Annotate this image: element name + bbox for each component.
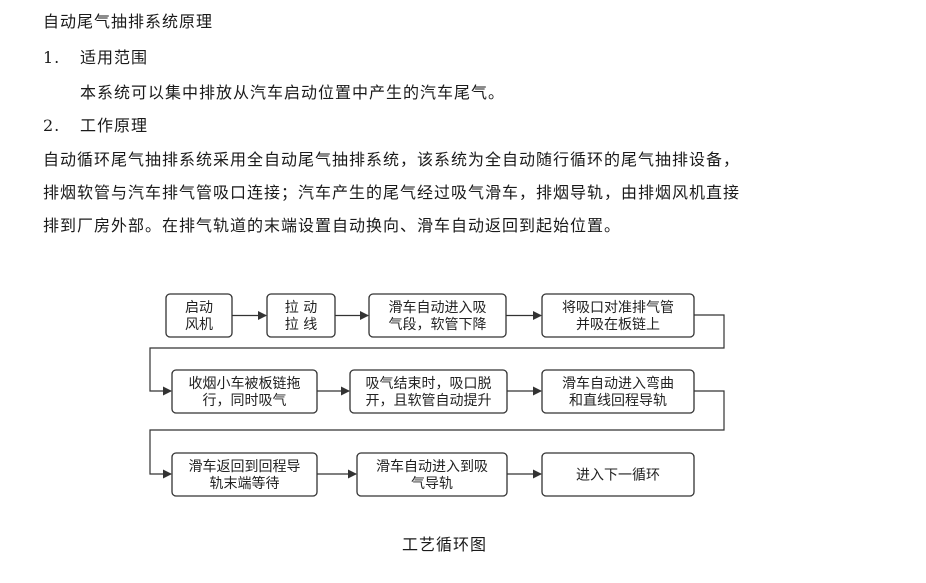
flow-step-4-line-2: 并吸在板链上 <box>576 317 660 333</box>
flow-step-1-line-2: 风机 <box>185 317 213 333</box>
flow-step-6-line-2: 开，且软管自动提升 <box>366 393 492 409</box>
flow-step-10: 进入下一循环 <box>541 452 695 497</box>
section-1-number: 1. <box>43 48 61 67</box>
flow-step-5-line-2: 行，同时吸气 <box>203 393 287 409</box>
flow-step-7-line-1: 滑车自动进入弯曲 <box>562 375 674 392</box>
paragraph-line-2: 排烟软管与汽车排气管吸口连接；汽车产生的尾气经过吸气滑车，排烟导轨，由排烟风机直… <box>43 183 741 202</box>
paragraph-line-3: 排到厂房外部。在排气轨道的末端设置自动换向、滑车自动返回到起始位置。 <box>43 216 622 235</box>
flow-step-box <box>368 293 507 338</box>
flow-step-2: 拉 动拉 线 <box>266 293 336 338</box>
section-2-number: 2. <box>43 116 61 135</box>
section-1-body: 本系统可以集中排放从汽车启动位置中产生的汽车尾气。 <box>80 83 506 102</box>
flow-step-8-line-2: 轨末端等待 <box>210 475 280 492</box>
flow-step-9-line-1: 滑车自动进入到吸 <box>376 458 488 475</box>
flow-step-2-line-2: 拉 线 <box>285 317 317 333</box>
flow-step-7-line-2: 和直线回程导轨 <box>569 392 667 409</box>
flow-step-10-line-1: 进入下一循环 <box>576 468 660 484</box>
flow-arrow-7 <box>149 390 725 479</box>
section-1-heading: 适用范围 <box>80 48 149 67</box>
flow-step-1-line-1: 启动 <box>185 300 213 316</box>
section-2-heading: 工作原理 <box>80 116 149 135</box>
flow-step-2-line-1: 拉 动 <box>285 300 317 316</box>
flow-step-3-line-2: 气段，软管下降 <box>389 317 487 333</box>
flow-step-box <box>266 293 336 338</box>
flow-arrow-4 <box>149 314 725 396</box>
flow-step-box <box>541 452 695 497</box>
doc-title: 自动尾气抽排系统原理 <box>43 12 214 31</box>
diagram-caption: 工艺循环图 <box>402 535 488 554</box>
flow-step-box <box>541 293 695 338</box>
flow-step-box <box>171 452 318 497</box>
flow-step-8-line-1: 滑车返回到回程导 <box>189 458 301 475</box>
flow-step-9-line-2: 气导轨 <box>411 476 453 492</box>
flow-step-6-line-1: 吸气结束时，吸口脱 <box>366 376 492 392</box>
flow-step-4-line-1: 将吸口对准排气管 <box>562 300 674 316</box>
paragraph-line-1: 自动循环尾气抽排系统采用全自动尾气抽排系统，该系统为全自动随行循环的尾气抽排设备… <box>43 150 741 169</box>
flow-step-box <box>541 369 695 414</box>
flow-step-box <box>165 293 233 338</box>
flow-step-box <box>349 369 508 414</box>
flow-step-5-line-1: 收烟小车被板链拖 <box>189 375 301 392</box>
flow-step-box <box>171 369 318 414</box>
flow-step-3-line-1: 滑车自动进入吸 <box>389 299 487 316</box>
flow-step-box <box>356 452 508 497</box>
